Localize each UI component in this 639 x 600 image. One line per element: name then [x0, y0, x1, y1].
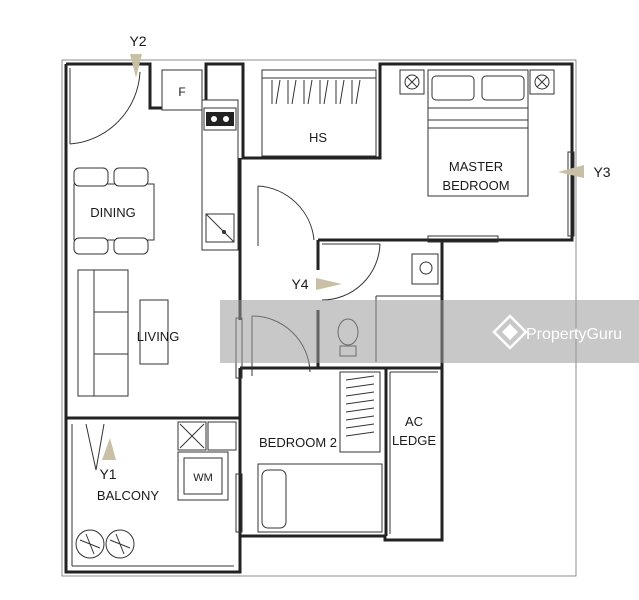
living-label: LIVING	[137, 329, 180, 344]
dining-label: DINING	[90, 205, 136, 220]
balcony: BALCONY	[71, 423, 234, 567]
household-shelter: HS	[261, 69, 377, 157]
watermark-text: PropertyGuru	[526, 326, 622, 343]
bedroom2-label: BEDROOM 2	[259, 435, 337, 450]
view-marker-y2: Y2	[129, 33, 147, 78]
watermark-band: PropertyGuru	[220, 300, 639, 363]
master-label-line2: BEDROOM	[442, 178, 509, 193]
interior-walls	[66, 158, 442, 536]
kitchen-counter	[201, 99, 239, 251]
corridor-door	[257, 185, 315, 246]
balcony-sink	[177, 421, 237, 451]
view-marker-y3: Y3	[558, 164, 611, 180]
fridge-label: F	[178, 85, 185, 99]
washing-machine: WM	[177, 451, 229, 501]
master-window	[427, 151, 575, 243]
master-bed: MASTER BEDROOM	[399, 69, 555, 197]
hs-shelving	[271, 79, 361, 105]
entrance-door	[69, 68, 141, 145]
living-sofa: LIVING	[77, 269, 180, 397]
bedroom2-wardrobe	[339, 371, 381, 453]
hs-label: HS	[309, 130, 327, 145]
propertyguru-logo-icon	[492, 314, 528, 350]
y3-label: Y3	[593, 164, 610, 180]
balcony-label: BALCONY	[97, 488, 159, 503]
y1-label: Y1	[99, 466, 116, 482]
ac-ledge: AC LEDGE	[389, 371, 438, 534]
view-marker-y1: Y1	[99, 438, 117, 482]
master-label-line1: MASTER	[449, 159, 503, 174]
wm-label: WM	[193, 472, 213, 484]
ac-label-line2: LEDGE	[392, 433, 436, 448]
view-marker-y4: Y4	[291, 276, 342, 292]
dining-table: DINING	[73, 167, 155, 255]
fridge: F	[161, 69, 203, 111]
y2-label: Y2	[129, 33, 146, 49]
ac-label-line1: AC	[405, 414, 423, 429]
bedroom2-bed	[257, 463, 383, 533]
y4-label: Y4	[291, 276, 308, 292]
